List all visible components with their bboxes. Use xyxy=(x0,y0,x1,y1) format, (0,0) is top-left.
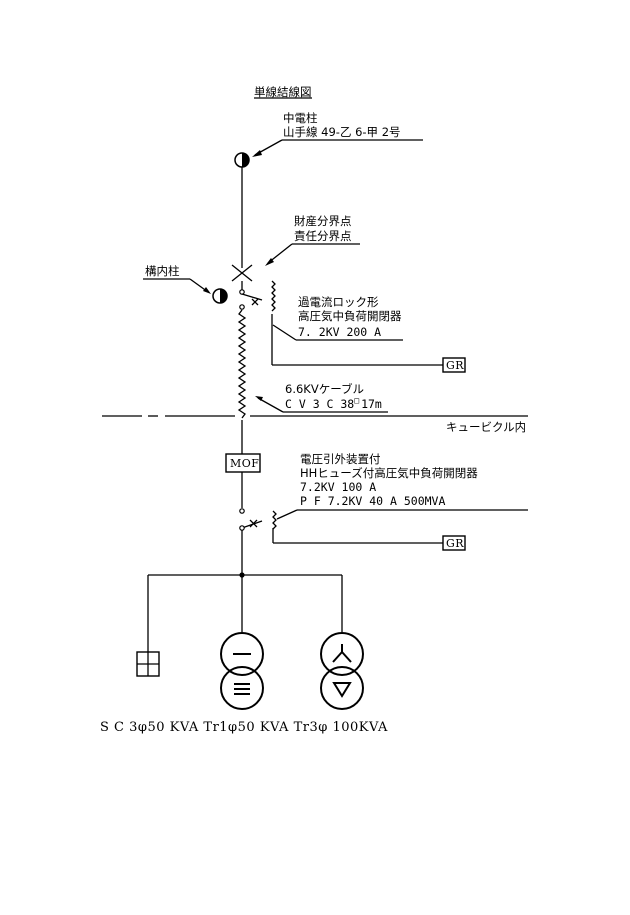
boundary-leader-arrow xyxy=(265,258,274,266)
lbs-label-1: 過電流ロック形 xyxy=(298,295,379,309)
pole-leader-arrow xyxy=(252,150,262,157)
switch2-label-1: 電圧引外装置付 xyxy=(300,452,381,466)
premises-pole-symbol xyxy=(212,288,228,304)
relay-coil-2 xyxy=(272,510,277,530)
premises-pole-arrow xyxy=(203,287,211,294)
load-break-switch-2 xyxy=(239,508,263,531)
pole-name: 中電柱 xyxy=(283,111,318,125)
three-phase-transformer-symbol xyxy=(320,632,364,710)
static-capacitor-symbol xyxy=(136,651,160,677)
switch2-label-4: P F 7.2KV 40 A 500MVA xyxy=(300,494,445,508)
boundary-label-2: 責任分界点 xyxy=(294,229,352,243)
svg-text:MOF: MOF xyxy=(230,457,259,470)
equipment-caption: S C 3φ50 KVA Tr1φ50 KVA Tr3φ 100KVA xyxy=(100,720,388,735)
boundary-label-1: 財産分界点 xyxy=(294,214,352,228)
premises-pole-label: 構内柱 xyxy=(145,264,180,278)
lbs-leader xyxy=(272,324,297,341)
load-break-switch-1 xyxy=(239,289,263,310)
utility-pole-symbol xyxy=(234,152,250,168)
gr-relay-box-1: GR xyxy=(442,357,466,373)
diagram-title: 単線結線図 xyxy=(254,85,312,99)
pole-id: 山手線 49-乙 6-甲 2号 xyxy=(283,125,401,139)
svg-text:GR: GR xyxy=(446,359,464,372)
mof-box: MOF xyxy=(225,453,261,473)
cubicle-label: キュービクル内 xyxy=(446,420,526,434)
switch2-label-2: HHヒューズ付高圧気中負荷開閉器 xyxy=(300,466,478,480)
relay-coil-1 xyxy=(271,280,276,312)
switch2-leader xyxy=(276,509,298,520)
cable-label-2: C V 3 C 38□17m xyxy=(285,396,382,411)
svg-text:GR: GR xyxy=(446,537,464,550)
cable-leader-arrow xyxy=(255,396,263,401)
cable-label-1: 6.6KVケーブル xyxy=(285,382,364,396)
lbs-label-3: 7. 2KV 200 A xyxy=(298,325,381,339)
gr-relay-box-2: GR xyxy=(442,535,466,551)
boundary-x-mark xyxy=(231,264,253,282)
single-phase-transformer-symbol xyxy=(220,632,264,710)
cable-leader xyxy=(257,397,284,413)
switch2-label-3: 7.2KV 100 A xyxy=(300,480,376,494)
lbs-label-2: 高圧気中負荷開閉器 xyxy=(298,309,402,323)
cable-zigzag xyxy=(237,309,247,419)
